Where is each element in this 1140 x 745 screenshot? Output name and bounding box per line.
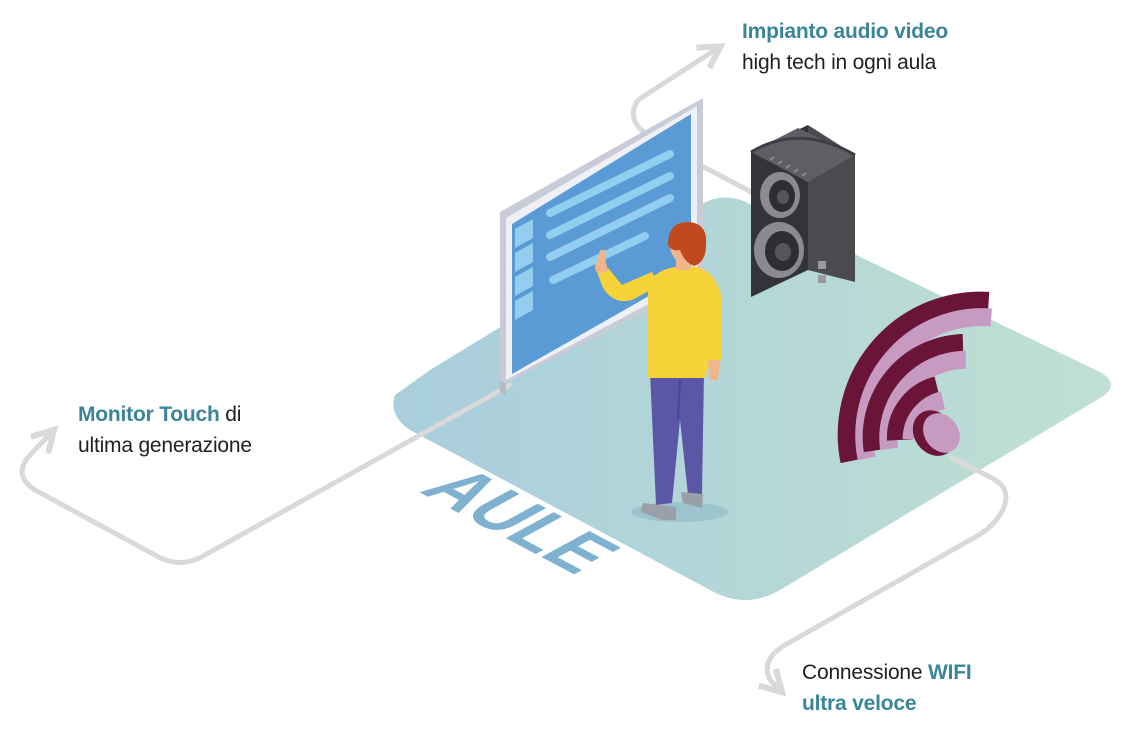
- audio-callout: Impianto audio video high tech in ogni a…: [742, 16, 948, 78]
- touch-monitor-icon: [500, 98, 703, 396]
- monitor-callout-text: di: [219, 403, 242, 426]
- audio-callout-text: high tech in ogni aula: [742, 51, 937, 74]
- wifi-callout: Connessione WIFI ultra veloce: [802, 657, 972, 719]
- wifi-callout-text: Connessione: [802, 661, 929, 684]
- wifi-icon: [837, 291, 992, 464]
- monitor-callout-title: Monitor Touch: [78, 403, 220, 426]
- wifi-connector-line: [757, 455, 1009, 697]
- speaker-icon: [750, 125, 856, 297]
- monitor-connector-line: [19, 382, 513, 565]
- audio-callout-title: Impianto audio video: [742, 20, 949, 43]
- wifi-callout-highlight: WIFI: [928, 661, 972, 684]
- person-icon: [595, 222, 728, 522]
- wifi-callout-highlight-line2: ultra veloce: [802, 692, 917, 715]
- monitor-callout: Monitor Touch di ultima generazione: [78, 399, 252, 461]
- monitor-callout-text-line2: ultima generazione: [78, 434, 252, 457]
